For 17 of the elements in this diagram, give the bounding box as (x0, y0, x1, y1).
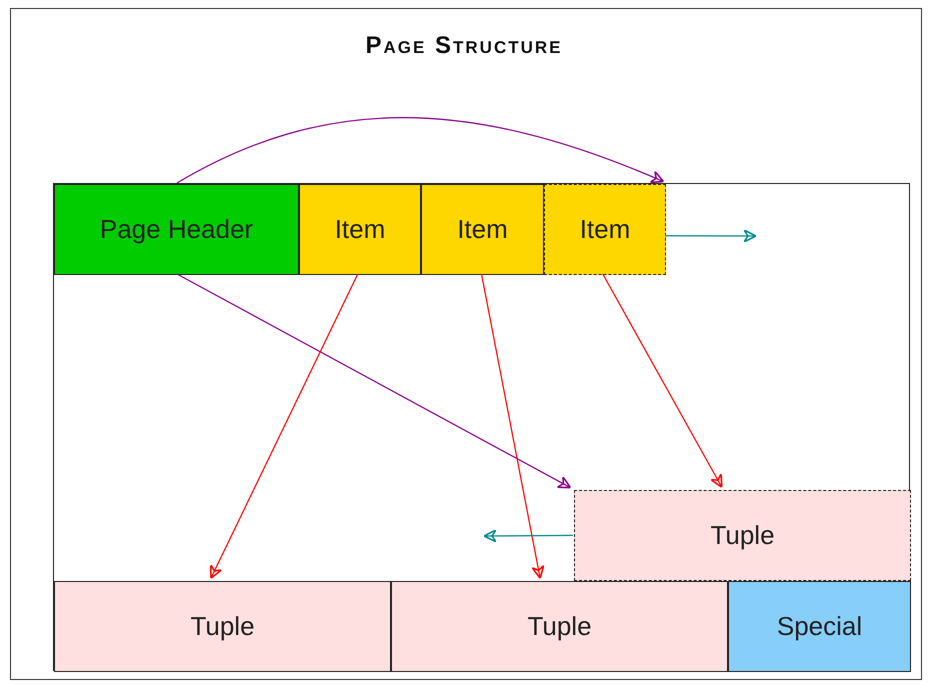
arrow (665, 229, 757, 243)
item-box: Item (544, 184, 666, 275)
tuple-box: Tuple (54, 581, 391, 672)
arrow (176, 273, 572, 488)
item-box: Item (421, 184, 544, 275)
header-box: Page Header (54, 184, 299, 275)
arrow (602, 274, 723, 488)
arrow (176, 117, 664, 184)
special-box: Special (728, 581, 911, 672)
diagram-title: Page Structure (364, 32, 564, 60)
arrow (210, 274, 358, 579)
arrow (483, 529, 573, 543)
page-outline (53, 183, 910, 671)
arrow (480, 274, 545, 580)
tuple-box: Tuple (391, 581, 728, 672)
tuple-box: Tuple (574, 490, 911, 581)
item-box: Item (299, 184, 421, 275)
